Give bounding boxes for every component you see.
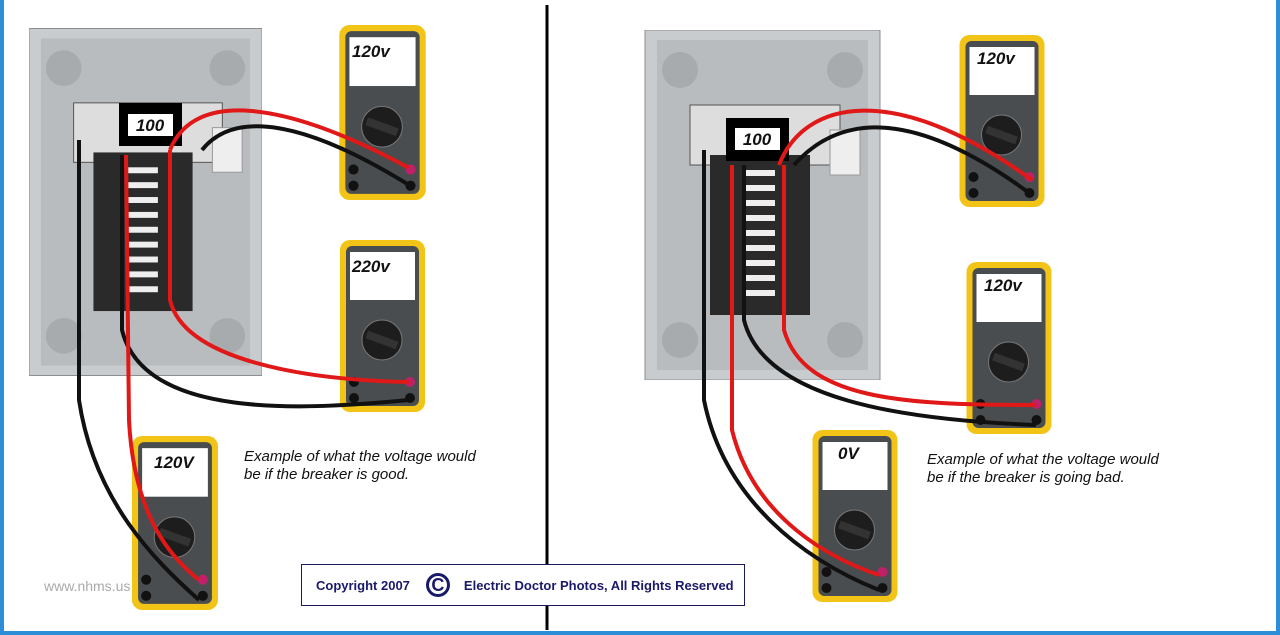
watermark: www.nhms.us: [44, 578, 131, 594]
left-breaker-panel: [29, 28, 262, 376]
copyright-icon: C: [425, 573, 450, 597]
right-breaker-panel: [644, 30, 881, 380]
right-wires: [702, 108, 1037, 592]
copyright-year: Copyright 2007: [316, 577, 410, 593]
left-wires: [77, 108, 411, 602]
right-meter-middle-reading: 120v: [984, 276, 1023, 295]
copyright-owner: Electric Doctor Photos, All Rights Reser…: [463, 577, 734, 593]
right-meter-bottom-reading: 0V: [838, 444, 860, 463]
copyright-box: Copyright 2007 C Electric Doctor Photos,…: [301, 564, 745, 606]
diagram-svg: 100 120v 220v 120V 100 120v 120v 0V: [29, 5, 1052, 630]
left-breaker-label: 100: [136, 116, 165, 135]
left-meter-top-reading: 120v: [352, 42, 391, 61]
right-breaker-label: 100: [743, 130, 772, 149]
left-meter-middle-reading: 220v: [351, 257, 391, 276]
left-meter-bottom-reading: 120V: [154, 453, 195, 472]
right-meter-top-reading: 120v: [977, 49, 1016, 68]
right-caption: Example of what the voltage would be if …: [927, 451, 1159, 486]
left-caption: Example of what the voltage would be if …: [244, 448, 476, 483]
